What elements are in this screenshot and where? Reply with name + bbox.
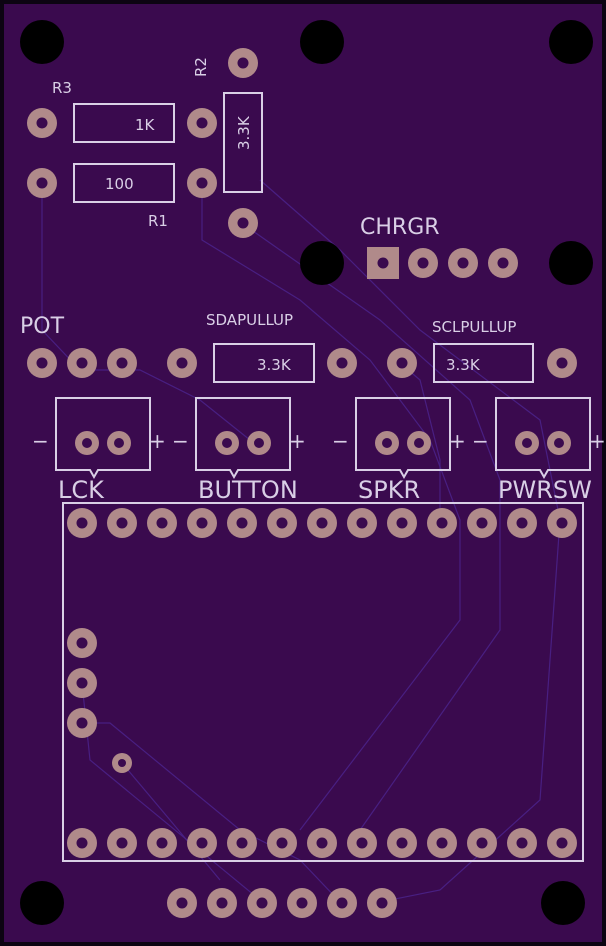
small-via: [112, 753, 132, 773]
lck-minus: −: [32, 429, 49, 453]
connector-spkr: − + SPKR: [332, 397, 466, 504]
r3-value: 1K: [135, 116, 156, 134]
bottom-header: [167, 888, 397, 918]
pwrsw-outline: [495, 397, 591, 480]
spkr-minus: −: [332, 429, 349, 453]
r2-body: [223, 92, 263, 193]
connector-button: − + BUTTON: [172, 397, 306, 504]
spkr-label: SPKR: [358, 476, 420, 504]
mount-hole-bottom-right: [541, 881, 585, 925]
r1-value: 100: [105, 175, 134, 193]
board-substrate: [4, 4, 602, 942]
r2-value: 3.3K: [235, 115, 253, 150]
connector-lck: − + LCK: [32, 397, 166, 504]
mount-hole-top-right: [549, 20, 593, 64]
connector-chrgr: CHRGR: [360, 215, 518, 279]
resistor-r1: 100 R1: [27, 163, 217, 230]
r3-body: [73, 103, 175, 143]
connector-pwrsw: − + PWRSW: [472, 397, 606, 504]
mcu-top-header: [67, 508, 577, 538]
pwrsw-label: PWRSW: [498, 476, 592, 504]
resistor-sdapullup: SDAPULLUP 3.3K: [167, 311, 357, 383]
resistor-r2: R2 3.3K: [192, 48, 263, 238]
button-plus: +: [289, 429, 306, 453]
lck-outline: [55, 397, 151, 480]
resistor-r3: R3 1K: [27, 79, 217, 143]
mcu-bottom-header: [67, 828, 577, 858]
pwrsw-plus: +: [589, 429, 606, 453]
r1-refdes: R1: [148, 212, 168, 230]
mount-hole-top-mid: [300, 20, 344, 64]
chrgr-label: CHRGR: [360, 215, 440, 240]
sclpullup-value: 3.3K: [446, 356, 481, 374]
pwrsw-minus: −: [472, 429, 489, 453]
r1-body: [73, 163, 175, 203]
connector-pot: POT: [20, 314, 137, 378]
mcu-module-outline: [62, 502, 584, 862]
mcu-side-header: [67, 628, 97, 738]
lck-plus: +: [149, 429, 166, 453]
pot-label: POT: [20, 314, 65, 339]
mounting-holes: [20, 20, 593, 925]
mount-hole-bottom-left: [20, 881, 64, 925]
spkr-outline: [355, 397, 451, 480]
r2-refdes: R2: [192, 57, 210, 77]
lck-label: LCK: [58, 476, 105, 504]
sdapullup-label: SDAPULLUP: [206, 311, 293, 329]
mount-hole-top-left: [20, 20, 64, 64]
button-minus: −: [172, 429, 189, 453]
r3-refdes: R3: [52, 79, 72, 97]
sclpullup-label: SCLPULLUP: [432, 318, 516, 336]
button-label: BUTTON: [198, 476, 298, 504]
resistor-sclpullup: SCLPULLUP 3.3K: [387, 318, 577, 383]
sclpullup-body: [433, 343, 534, 383]
mount-hole-mid-right: [549, 241, 593, 285]
mount-hole-mid-left: [300, 241, 344, 285]
sdapullup-value: 3.3K: [257, 356, 292, 374]
sdapullup-body: [213, 343, 315, 383]
button-outline: [195, 397, 291, 480]
spkr-plus: +: [449, 429, 466, 453]
